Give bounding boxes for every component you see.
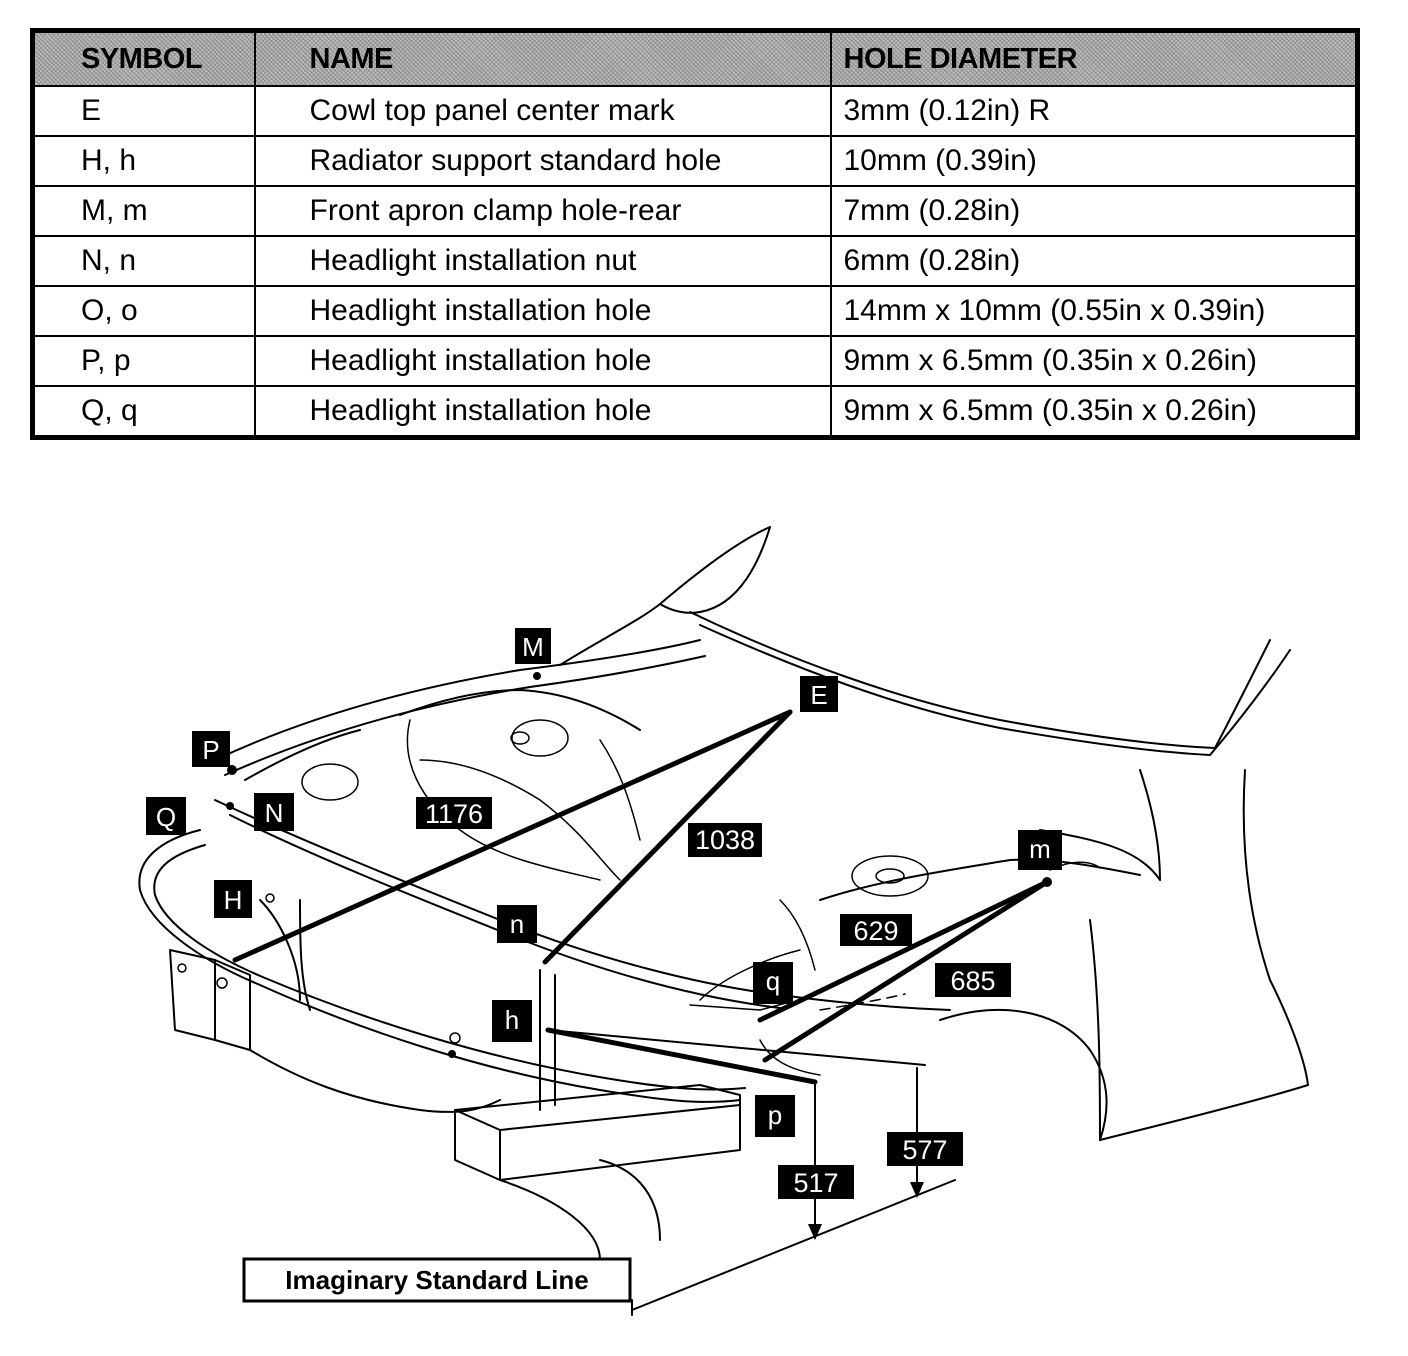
point-label-p: p — [755, 1095, 795, 1137]
measurement-lines — [232, 709, 1050, 1316]
svg-text:517: 517 — [793, 1168, 838, 1198]
svg-text:n: n — [510, 909, 524, 939]
cell-name: Headlight installation nut — [253, 235, 832, 287]
table-row: P, p Headlight installation hole 9mm x 6… — [31, 335, 1359, 387]
arrow-down-icon — [910, 1182, 924, 1198]
table-row: Q, q Headlight installation hole 9mm x 6… — [31, 385, 1359, 439]
table-row: E Cowl top panel center mark 3mm (0.12in… — [31, 85, 1359, 137]
svg-text:p: p — [768, 1100, 782, 1130]
body-outline — [138, 526, 1309, 1261]
cell-symbol: Q, q — [31, 385, 256, 439]
engine-bay-dimension-diagram: M E P Q N H m n q h p 1176 1038 629 685 … — [138, 526, 1309, 1316]
svg-text:629: 629 — [853, 916, 898, 946]
table-row: N, n Headlight installation nut 6mm (0.2… — [31, 235, 1359, 287]
svg-text:q: q — [766, 966, 780, 996]
point-label-q: q — [753, 962, 793, 1004]
table-row: M, m Front apron clamp hole-rear 7mm (0.… — [31, 185, 1359, 237]
point-label-n: n — [497, 905, 537, 943]
point-label-E: E — [800, 676, 838, 712]
svg-text:E: E — [810, 680, 827, 710]
measure-line-1176 — [232, 709, 793, 963]
table-header-row: SYMBOL NAME HOLE DIAMETER — [31, 29, 1359, 87]
svg-text:Q: Q — [156, 802, 176, 832]
svg-text:1176: 1176 — [425, 799, 483, 829]
point-label-P: P — [192, 731, 230, 767]
point-label-Q: Q — [146, 797, 186, 835]
cell-name: Cowl top panel center mark — [253, 85, 832, 137]
arrow-down-icon — [808, 1224, 822, 1240]
cell-symbol: H, h — [31, 135, 256, 187]
cell-name: Headlight installation hole — [253, 385, 832, 439]
svg-text:1038: 1038 — [695, 825, 755, 855]
measure-line-577 — [547, 1029, 926, 1066]
svg-text:685: 685 — [950, 966, 995, 996]
point-label-H: H — [214, 880, 252, 918]
header-symbol: SYMBOL — [31, 29, 256, 87]
dimension-1038: 1038 — [688, 823, 762, 857]
cell-diameter: 9mm x 6.5mm (0.35in x 0.26in) — [829, 385, 1359, 439]
cell-diameter: 3mm (0.12in) R — [829, 85, 1359, 137]
svg-text:h: h — [505, 1005, 519, 1035]
table-row: O, o Headlight installation hole 14mm x … — [31, 285, 1359, 337]
cell-name: Headlight installation hole — [253, 285, 832, 337]
dimension-629: 629 — [840, 914, 912, 946]
cell-name: Front apron clamp hole-rear — [253, 185, 832, 237]
cell-diameter: 10mm (0.39in) — [829, 135, 1359, 187]
measure-line-517 — [545, 1027, 818, 1085]
standard-line-label: Imaginary Standard Line — [242, 1257, 632, 1303]
measure-line-629 — [757, 879, 1050, 1023]
point-label-h: h — [492, 1000, 532, 1042]
svg-text:H: H — [224, 885, 243, 915]
svg-text:m: m — [1029, 834, 1051, 864]
dimension-517: 517 — [778, 1165, 854, 1199]
svg-text:Imaginary Standard Line: Imaginary Standard Line — [285, 1265, 588, 1295]
svg-text:M: M — [522, 632, 544, 662]
dimension-1176: 1176 — [416, 797, 492, 829]
header-hole-diameter: HOLE DIAMETER — [829, 29, 1359, 87]
cell-diameter: 9mm x 6.5mm (0.35in x 0.26in) — [829, 335, 1359, 387]
cell-diameter: 6mm (0.28in) — [829, 235, 1359, 287]
cell-name: Headlight installation hole — [253, 335, 832, 387]
cell-symbol: N, n — [31, 235, 256, 287]
point-label-N: N — [254, 793, 294, 831]
cell-symbol: P, p — [31, 335, 256, 387]
cell-name: Radiator support standard hole — [253, 135, 832, 187]
measure-line-685 — [762, 879, 1050, 1063]
svg-text:N: N — [265, 798, 284, 828]
svg-text:577: 577 — [902, 1135, 947, 1165]
table-row: H, h Radiator support standard hole 10mm… — [31, 135, 1359, 187]
cell-symbol: M, m — [31, 185, 256, 237]
dimension-577: 577 — [887, 1132, 963, 1166]
cell-diameter: 14mm x 10mm (0.55in x 0.39in) — [829, 285, 1359, 337]
cell-symbol: O, o — [31, 285, 256, 337]
cell-symbol: E — [31, 85, 256, 137]
svg-text:P: P — [202, 735, 219, 765]
cell-diameter: 7mm (0.28in) — [829, 185, 1359, 237]
measure-line-1038 — [542, 709, 793, 965]
hole-spec-table: SYMBOL NAME HOLE DIAMETER E Cowl top pan… — [30, 28, 1360, 440]
header-name: NAME — [253, 29, 832, 87]
standard-baseline — [631, 1179, 956, 1311]
point-label-M: M — [515, 628, 551, 664]
dimension-685: 685 — [935, 963, 1011, 997]
point-label-m: m — [1018, 830, 1062, 870]
